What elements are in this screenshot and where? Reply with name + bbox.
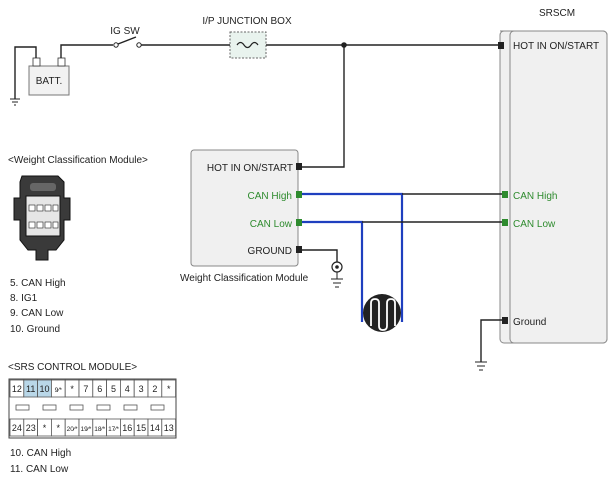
srscm-label: SRSCM bbox=[539, 8, 575, 19]
srs-pin-number: 16 bbox=[122, 423, 132, 433]
srs-pin-cell bbox=[161, 379, 177, 398]
srscm-hot-pin bbox=[498, 42, 504, 49]
srs-pin-number: 23 bbox=[26, 423, 36, 433]
wcm-pin-4: 10. Ground bbox=[10, 324, 60, 335]
battery bbox=[28, 65, 70, 96]
batt-to-igsw-wire bbox=[60, 44, 113, 58]
wcm-can-high-pin bbox=[296, 191, 302, 198]
srscm-ground-pin bbox=[502, 317, 508, 324]
srs-pin-number: 24 bbox=[12, 423, 22, 433]
can-bus-wires bbox=[302, 192, 502, 332]
srs-pin-2: 11. CAN Low bbox=[10, 464, 69, 475]
srs-pin-number: 20⁄* bbox=[67, 426, 78, 433]
srs-connector-header: <SRS CONTROL MODULE> bbox=[8, 362, 137, 373]
wcm-connector-icon bbox=[13, 175, 71, 261]
wcm-can-low-label: CAN Low bbox=[250, 219, 293, 230]
wcm-pin-1: 5. CAN High bbox=[10, 278, 66, 289]
wcm-box bbox=[190, 149, 299, 267]
srs-pin-cell bbox=[161, 418, 177, 437]
srs-pin-number: 3 bbox=[139, 384, 144, 394]
srscm-can-low-pin bbox=[502, 219, 508, 226]
wcm-caption: Weight Classification Module bbox=[180, 273, 309, 284]
srs-pin-number: 11 bbox=[26, 384, 35, 394]
wcm-pin-3: 9. CAN Low bbox=[10, 308, 64, 319]
top-power-circuit: BATT. IG SW I/P JUNCTION BOX bbox=[10, 16, 498, 168]
battery-terminal-pos bbox=[57, 57, 66, 67]
srs-key-row bbox=[15, 404, 165, 411]
srs-pin-number: 19⁄* bbox=[80, 426, 91, 433]
srscm-hot-in-label: HOT IN ON/START bbox=[513, 41, 599, 52]
srs-key-slot bbox=[69, 404, 84, 411]
srs-pin-number: 5 bbox=[111, 384, 116, 394]
wcm-connector-section: <Weight Classification Module> 5. CAN Hi… bbox=[8, 155, 148, 335]
srscm-can-low-label: CAN Low bbox=[513, 219, 556, 230]
srs-key-slot bbox=[42, 404, 57, 411]
wcm-pin-2: 8. IG1 bbox=[10, 293, 38, 304]
srscm-can-high-label: CAN High bbox=[513, 191, 557, 202]
ip-junction-box bbox=[229, 31, 267, 59]
wcm-ground-label: GROUND bbox=[248, 246, 292, 257]
wcm-connector-header: <Weight Classification Module> bbox=[8, 155, 148, 166]
fuse-icon bbox=[236, 41, 259, 49]
can-low-wire-wcm bbox=[302, 220, 364, 322]
srs-pin-number: 13 bbox=[164, 423, 174, 433]
srs-pin-number: 14 bbox=[150, 423, 160, 433]
ig-sw-label: IG SW bbox=[110, 26, 140, 37]
srs-pin-number: 18⁄* bbox=[94, 426, 105, 433]
srs-pin-number: 4 bbox=[125, 384, 130, 394]
ip-junction-box-label: I/P JUNCTION BOX bbox=[202, 16, 292, 27]
srscm-ground-symbol bbox=[475, 361, 487, 371]
srscm-ground-label: Ground bbox=[513, 317, 546, 328]
jb-to-wcm-wire bbox=[302, 45, 345, 168]
battery-terminal-neg bbox=[32, 57, 41, 67]
ig-switch bbox=[113, 36, 142, 48]
wcm-can-high-label: CAN High bbox=[248, 191, 292, 202]
srs-key-slot bbox=[96, 404, 111, 411]
srs-pin-number: * bbox=[70, 384, 74, 394]
srs-pin-number: * bbox=[43, 423, 47, 433]
srs-pin-1: 10. CAN High bbox=[10, 448, 71, 459]
srs-key-slot bbox=[123, 404, 138, 411]
wcm-module: HOT IN ON/START CAN High CAN Low GROUND … bbox=[180, 149, 343, 288]
srs-pin-number: 2 bbox=[152, 384, 157, 394]
wcm-can-low-pin bbox=[296, 219, 302, 226]
wcm-hot-pin bbox=[296, 163, 302, 170]
wcm-ground-pin bbox=[296, 246, 302, 253]
wcm-hot-in-label: HOT IN ON/START bbox=[207, 163, 293, 174]
srs-pin-number: 7 bbox=[83, 384, 88, 394]
srs-pin-number: 10 bbox=[39, 384, 49, 394]
srs-pin-number: 15 bbox=[136, 423, 146, 433]
srs-pin-number: 9⁄* bbox=[55, 387, 63, 394]
srscm-module: SRSCM HOT IN ON/START CAN High CAN Low G… bbox=[475, 8, 608, 371]
battery-label: BATT. bbox=[36, 76, 62, 87]
wcm-ground-symbol bbox=[331, 272, 343, 288]
srs-pin-number: 12 bbox=[12, 384, 22, 394]
srscm-ground-wire bbox=[480, 319, 502, 362]
wcm-ground-wire bbox=[302, 249, 338, 263]
srs-pin-number: 17⁄* bbox=[108, 426, 119, 433]
srs-pin-number: * bbox=[57, 423, 61, 433]
battery-ground-symbol bbox=[10, 98, 20, 106]
battery-ground-wire bbox=[14, 46, 37, 99]
srscm-can-high-pin bbox=[502, 191, 508, 198]
srs-key-slot bbox=[150, 404, 165, 411]
srs-bottom-row: 24 23 * * 20⁄*19⁄*18⁄*17⁄*16 15 14 13 bbox=[9, 418, 177, 437]
twisted-pair-icon bbox=[363, 294, 401, 332]
srs-key-slot bbox=[15, 404, 30, 411]
srs-pin-number: * bbox=[167, 384, 171, 394]
srs-pin-number: 6 bbox=[97, 384, 102, 394]
srscm-box bbox=[509, 30, 608, 344]
